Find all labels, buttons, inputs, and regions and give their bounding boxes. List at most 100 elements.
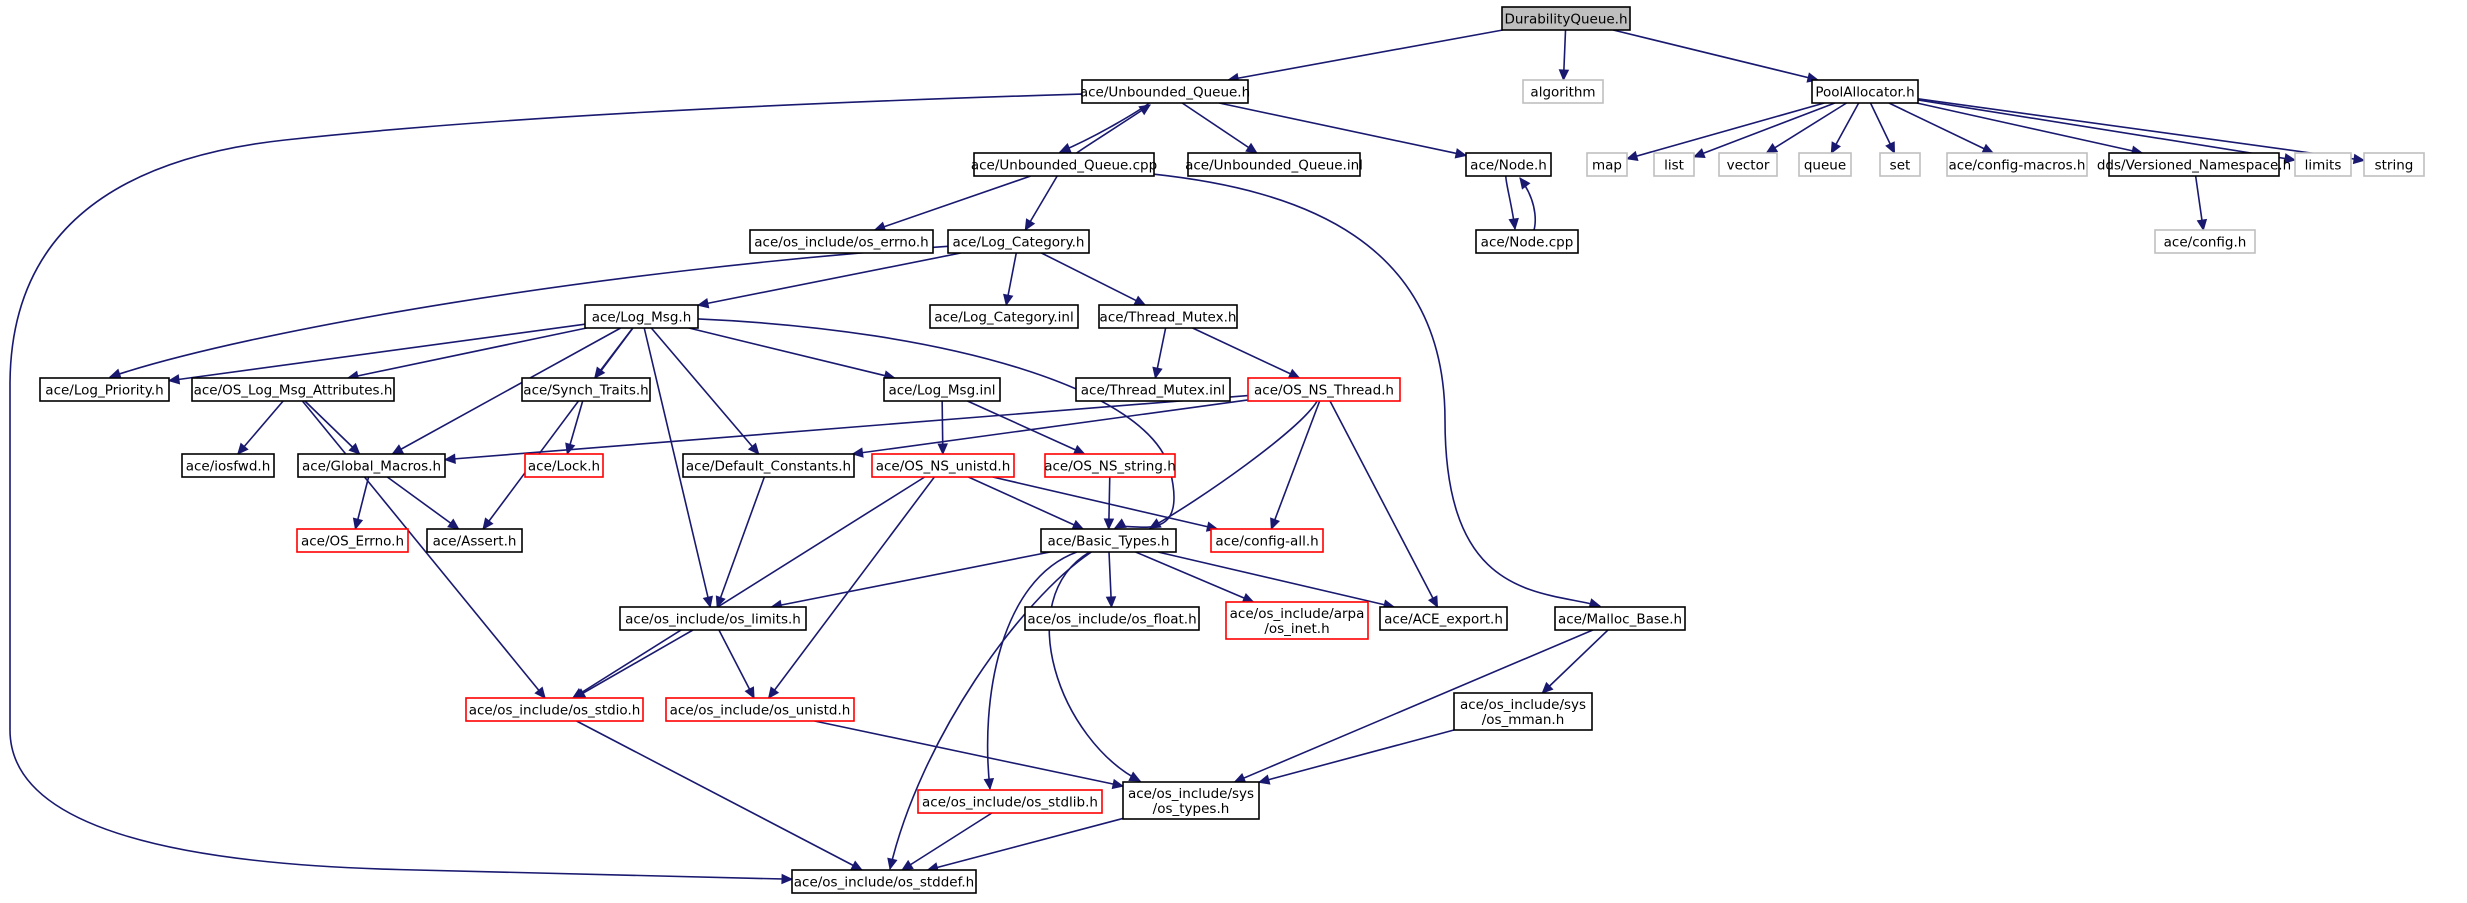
node-ace-global-macros-h[interactable]: ace/Global_Macros.h (297, 453, 446, 478)
node-label: ace/os_include/os_float.h (1027, 612, 1196, 628)
node-ace-os-include-arpa-os-inet-h[interactable]: ace/os_include/arpa/os_inet.h (1225, 601, 1369, 640)
node-ace-thread-mutex-h[interactable]: ace/Thread_Mutex.h (1098, 304, 1238, 329)
edge-line (237, 400, 284, 455)
edge-line (444, 394, 1249, 461)
node-poolallocator-h[interactable]: PoolAllocator.h (1811, 79, 1919, 104)
arrowhead (1113, 518, 1127, 529)
edge-line (650, 327, 760, 455)
arrowhead (1558, 69, 1570, 82)
node-ace-iosfwd-h[interactable]: ace/iosfwd.h (181, 453, 275, 478)
node-ace-os-ns-thread-h[interactable]: ace/OS_NS_Thread.h (1247, 377, 1401, 402)
node-ace-os-include-sys-os-mman-h[interactable]: ace/os_include/sys/os_mman.h (1453, 692, 1593, 731)
node-box (521, 377, 651, 402)
arrowhead (1981, 143, 1995, 154)
arrowhead (850, 860, 864, 871)
node-box (297, 453, 446, 478)
node-label: ace/OS_NS_Thread.h (1254, 383, 1394, 399)
node-ace-os-log-msg-attributes-h[interactable]: ace/OS_Log_Msg_Attributes.h (191, 377, 395, 402)
node-ace-os-include-os-errno-h[interactable]: ace/os_include/os_errno.h (749, 229, 934, 254)
edge-logmsg_h-to-oslimits (643, 327, 713, 609)
node-ace-os-include-os-unistd-h[interactable]: ace/os_include/os_unistd.h (665, 697, 855, 722)
node-set[interactable]: set (1879, 152, 1921, 177)
node-label: vector (1727, 158, 1770, 174)
node-label: ace/Node.h (1470, 158, 1547, 174)
node-box (883, 377, 1001, 402)
edge-pool-to-list (1692, 102, 1836, 159)
node-box (665, 697, 855, 722)
node-ace-ace-export-h[interactable]: ace/ACE_export.h (1379, 606, 1508, 631)
node-box (1075, 377, 1231, 402)
arrowhead (1508, 217, 1519, 231)
node-ace-unbounded-queue-inl[interactable]: ace/Unbounded_Queue.inl (1185, 152, 1363, 177)
arrowhead (1024, 218, 1036, 232)
node-ace-os-include-os-limits-h[interactable]: ace/os_include/os_limits.h (619, 606, 807, 631)
node-ace-config-all-h[interactable]: ace/config-all.h (1210, 528, 1324, 553)
node-ace-thread-mutex-inl[interactable]: ace/Thread_Mutex.inl (1075, 377, 1231, 402)
edge-line (1329, 400, 1439, 608)
edge-versioned-to-config_h (2194, 175, 2208, 232)
node-ace-os-include-os-float-h[interactable]: ace/os_include/os_float.h (1024, 606, 1200, 631)
node-list[interactable]: list (1653, 152, 1695, 177)
node-ace-default-constants-h[interactable]: ace/Default_Constants.h (682, 453, 855, 478)
node-ace-node-cpp[interactable]: ace/Node.cpp (1475, 229, 1579, 254)
node-label: ace/Thread_Mutex.h (1100, 310, 1237, 326)
node-box (1718, 152, 1778, 177)
node-ace-os-include-os-stddef-h[interactable]: ace/os_include/os_stddef.h (791, 869, 977, 894)
node-ace-os-include-os-stdio-h[interactable]: ace/os_include/os_stdio.h (465, 697, 644, 722)
node-ace-os-errno-h[interactable]: ace/OS_Errno.h (296, 528, 409, 553)
node-ace-log-msg-h[interactable]: ace/Log_Msg.h (584, 304, 699, 329)
node-ace-os-ns-unistd-h[interactable]: ace/OS_NS_unistd.h (871, 453, 1015, 478)
node-label: ace/OS_Errno.h (301, 534, 404, 550)
edge-node_h-to-node_cpp (1505, 175, 1519, 231)
edge-line (1192, 327, 1300, 379)
node-string[interactable]: string (2363, 152, 2425, 177)
node-vector[interactable]: vector (1718, 152, 1778, 177)
node-label: ace/Log_Category.h (952, 235, 1084, 251)
arrowhead (1103, 518, 1115, 531)
node-box (465, 697, 644, 722)
node-map[interactable]: map (1586, 152, 1628, 177)
edge-osunistd-to-ostypes (814, 720, 1125, 790)
arrowhead (1692, 148, 1706, 159)
node-ace-basic-types-h[interactable]: ace/Basic_Types.h (1040, 528, 1177, 553)
node-ace-log-category-h[interactable]: ace/Log_Category.h (947, 229, 1090, 254)
node-box (1586, 152, 1628, 177)
node-algorithm[interactable]: algorithm (1522, 79, 1604, 104)
node-box (791, 869, 977, 894)
edge-logcat_h-to-thrmutex_h (1041, 252, 1147, 306)
node-ace-config-h[interactable]: ace/config.h (2154, 229, 2256, 254)
edge-node_cpp-to-node_h (1519, 177, 1537, 231)
node-ace-lock-h[interactable]: ace/Lock.h (524, 453, 604, 478)
arrowhead (534, 686, 546, 699)
node-ace-assert-h[interactable]: ace/Assert.h (426, 528, 523, 553)
node-box (1081, 79, 1249, 104)
node-limits[interactable]: limits (2294, 152, 2352, 177)
node-box (181, 453, 275, 478)
node-ace-os-include-os-stdlib-h[interactable]: ace/os_include/os_stdlib.h (917, 789, 1103, 814)
node-durabilityqueue-h[interactable]: DurabilityQueue.h (1501, 6, 1631, 31)
node-queue[interactable]: queue (1798, 152, 1852, 177)
node-dds-versioned-namespace-h[interactable]: dds/Versioned_Namespace.h (2097, 152, 2291, 177)
node-ace-log-priority-h[interactable]: ace/Log_Priority.h (39, 377, 170, 402)
node-ace-config-macros-h[interactable]: ace/config-macros.h (1946, 152, 2088, 177)
node-ace-unbounded-queue-cpp[interactable]: ace/Unbounded_Queue.cpp (971, 152, 1157, 177)
edge-line (771, 551, 1051, 608)
node-ace-synch-traits-h[interactable]: ace/Synch_Traits.h (521, 377, 651, 402)
edge-line (1135, 551, 1254, 603)
edge-logmsg_h-to-basictypes (697, 318, 1175, 529)
edge-line (1157, 551, 1395, 608)
node-ace-log-category-inl[interactable]: ace/Log_Category.inl (929, 304, 1079, 329)
node-label: ace/os_include/os_limits.h (625, 612, 801, 628)
arrowhead (1152, 366, 1163, 380)
node-ace-os-ns-string-h[interactable]: ace/OS_NS_string.h (1044, 453, 1176, 478)
node-ace-os-include-sys-os-types-h[interactable]: ace/os_include/sys/os_types.h (1122, 781, 1260, 820)
node-ace-log-msg-inl[interactable]: ace/Log_Msg.inl (883, 377, 1001, 402)
edge-logmsg_h-to-synch (594, 327, 634, 379)
arrowhead (482, 517, 494, 530)
edge-line (1917, 98, 2365, 162)
node-ace-node-h[interactable]: ace/Node.h (1465, 152, 1552, 177)
node-label: ace/Global_Macros.h (302, 459, 441, 475)
arrowhead (594, 366, 606, 379)
node-ace-malloc-base-h[interactable]: ace/Malloc_Base.h (1554, 606, 1686, 631)
node-ace-unbounded-queue-h[interactable]: ace/Unbounded_Queue.h (1080, 79, 1250, 104)
